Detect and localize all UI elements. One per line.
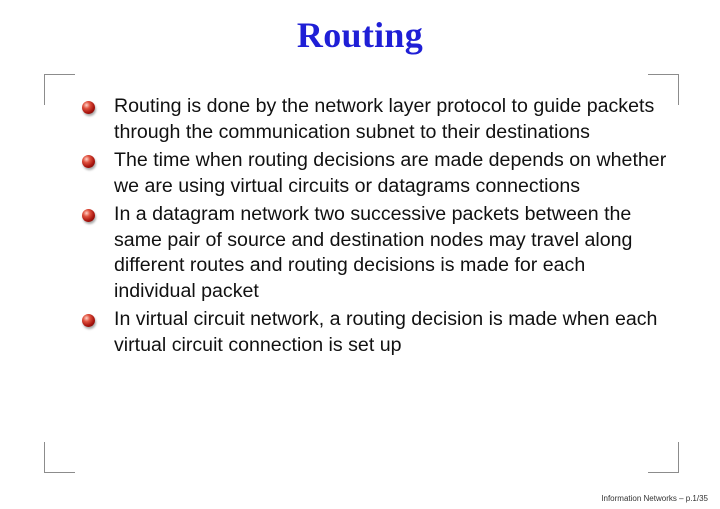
bullet-ball-icon bbox=[82, 101, 95, 114]
bullet-item: Routing is done by the network layer pro… bbox=[82, 94, 672, 145]
bullet-list: Routing is done by the network layer pro… bbox=[82, 94, 672, 361]
bullet-text: Routing is done by the network layer pro… bbox=[114, 95, 655, 143]
bullet-ball-icon bbox=[82, 314, 95, 327]
bullet-text: In a datagram network two successive pac… bbox=[114, 203, 633, 302]
bullet-item: In virtual circuit network, a routing de… bbox=[82, 307, 672, 358]
frame-corner-bottom-left bbox=[44, 442, 75, 473]
frame-corner-top-left bbox=[44, 74, 75, 105]
bullet-text: In virtual circuit network, a routing de… bbox=[114, 308, 658, 356]
bullet-ball-icon bbox=[82, 209, 95, 222]
bullet-text: The time when routing decisions are made… bbox=[114, 149, 667, 197]
slide-footer: Information Networks – p.1/35 bbox=[601, 494, 708, 503]
slide-title: Routing bbox=[296, 15, 424, 55]
frame-corner-bottom-right bbox=[648, 442, 679, 473]
bullet-item: In a datagram network two successive pac… bbox=[82, 202, 672, 304]
frame-corner-top-right bbox=[648, 74, 679, 105]
bullet-ball-icon bbox=[82, 155, 95, 168]
bullet-item: The time when routing decisions are made… bbox=[82, 148, 672, 199]
